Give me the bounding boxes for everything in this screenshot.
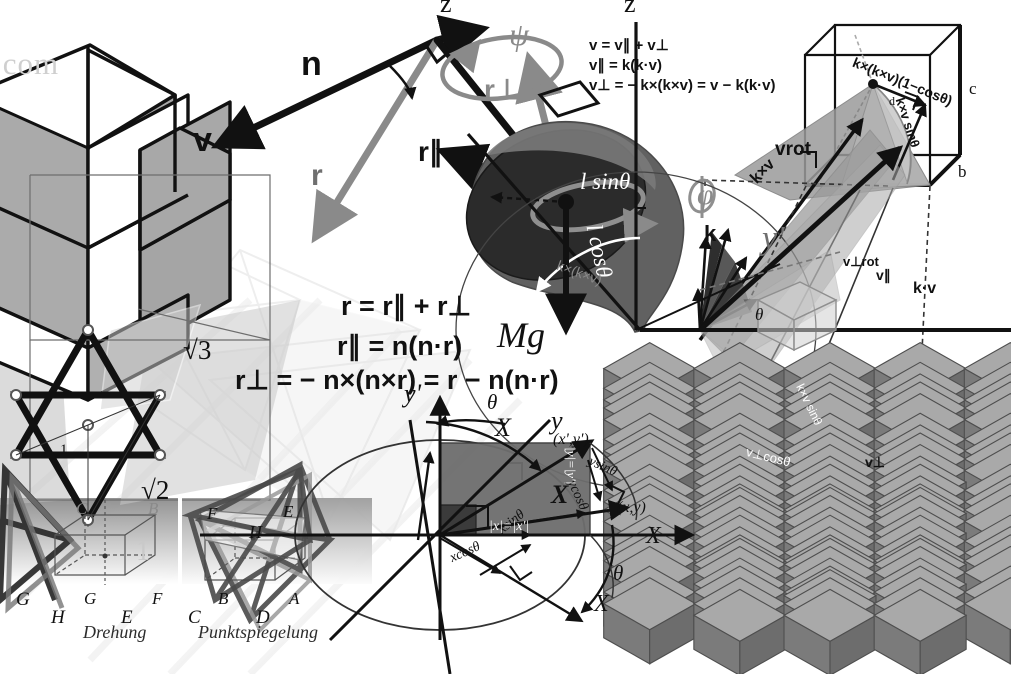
- gyro-pivot-dot: [558, 194, 574, 210]
- rot-label-abs-y: |y|=|y'|: [564, 447, 579, 485]
- punkt-vertex-D: D: [256, 607, 270, 628]
- label-k-dot-v: k·v: [913, 280, 937, 297]
- formula-v-3: v⊥ = − k×(k×v) = v − k(k·v): [589, 77, 776, 94]
- hexagram-thin-lines: [15, 394, 161, 521]
- label-v-rot-text: vrot: [775, 139, 811, 160]
- formula-v-2: v∥ = k(k·v): [589, 57, 662, 74]
- disk-highlight: [485, 123, 656, 190]
- tetrahedron-left-ghost: [5, 471, 82, 614]
- cube-apex-dot: [868, 79, 878, 89]
- label-hexagram-one: 1: [60, 442, 68, 458]
- label-v-rot: vrot: [775, 140, 811, 159]
- yprime-dashed-line: [699, 251, 841, 291]
- rot-label-theta-bottom: θ: [613, 561, 624, 585]
- drehung-vertex-H: H: [51, 607, 65, 628]
- punkt-vertex-A: A: [289, 589, 300, 608]
- formula-r-1: r = r∥ + r⊥: [341, 291, 472, 321]
- vector-label-v: v: [193, 121, 212, 159]
- drehung-number-one: 1: [136, 536, 150, 567]
- rot-label-theta-top: θ: [487, 390, 498, 414]
- cube: [782, 588, 878, 674]
- punkt-vertex-E: E: [283, 502, 294, 521]
- drehung-vertex-E: E: [121, 607, 133, 628]
- drehung-box: [54, 500, 157, 585]
- symbol-phi-gyro: φ: [697, 178, 714, 211]
- vector-r-line: [311, 36, 441, 244]
- watermark-text: .com: [0, 46, 60, 81]
- gyro-right-angle: [635, 196, 646, 209]
- drehung-vertex-C: C: [76, 499, 88, 518]
- right-angle-marks: [466, 485, 626, 582]
- inset-cube: [756, 281, 838, 352]
- punkt-vertex-C: C: [188, 607, 201, 628]
- label-v-perp-rot: v⊥rot: [843, 254, 879, 269]
- parallelogram-glyph: [537, 80, 601, 118]
- vector-v-line: [210, 36, 441, 150]
- label-v-parallel: v∥: [876, 267, 891, 283]
- panel-caption-drehung: Drehung: [83, 622, 147, 642]
- equal-length-arcs: [589, 442, 638, 599]
- symbol-psi: ψ: [509, 16, 529, 52]
- cube-stack-group: [602, 342, 1011, 674]
- fan-vectors: [692, 227, 758, 332]
- label-cube-edge-d: d: [889, 94, 895, 108]
- vector-label-r: r: [311, 159, 323, 192]
- label-sqrt3: √3: [183, 335, 212, 365]
- axis-label-z-right: z: [624, 0, 636, 18]
- drehung-vertex-G-inner: G: [84, 589, 97, 608]
- drehung-vertex-G-left: G: [16, 589, 30, 610]
- vector-label-n: n: [301, 45, 322, 83]
- formula-r-3: r⊥ = − n×(n×r) = r − n(n·r): [235, 365, 559, 395]
- rot-label-X-right: X: [646, 523, 661, 549]
- label-mg: Mg: [497, 315, 545, 355]
- label-v-perp: v⊥: [865, 454, 885, 470]
- cube: [602, 577, 697, 665]
- punkt-vertex-H: H: [249, 522, 262, 542]
- psi-rotation-loop: [440, 34, 564, 102]
- label-k: k: [704, 221, 717, 246]
- label-cube-edge-b: b: [958, 162, 967, 181]
- rot-label-y: y: [551, 406, 563, 435]
- rot-label-X-bottom: X: [594, 591, 609, 617]
- panel-caption-punktspiegelung: Punktspiegelung: [198, 622, 318, 642]
- rot-label-X-prime: X: [551, 480, 569, 509]
- kxkxv-arc: [535, 236, 641, 294]
- vector-label-r-perp: r⊥: [484, 74, 520, 105]
- radius-vectors: [439, 439, 595, 537]
- vector-label-r-parallel: r∥: [418, 136, 443, 167]
- rot-label-abs-x: |x|=|x'|: [489, 519, 530, 534]
- rot-label-X-top: X: [495, 413, 511, 442]
- precession-circle: [530, 179, 646, 233]
- formula-r-2: r∥ = n(n·r): [337, 331, 463, 361]
- drehung-vertex-F: F: [152, 589, 163, 608]
- axis-label-z-left: z: [440, 0, 452, 18]
- cube: [873, 588, 968, 674]
- formula-v-1: v = v∥ + v⊥: [589, 37, 669, 54]
- label-cube-edge-c: c: [969, 79, 977, 98]
- label-sqrt2: √2: [141, 475, 170, 505]
- drehung-vertex-B: B: [148, 499, 159, 518]
- rot-label-xpyp: (x',y'): [553, 431, 589, 448]
- rot-label-y-prime: y': [404, 379, 422, 408]
- label-l-sin-theta: l sinθ: [580, 169, 631, 194]
- cube: [692, 588, 787, 674]
- angle-arc-n: [389, 65, 417, 101]
- punkt-vertex-F: F: [207, 504, 218, 523]
- punkt-vertex-B: B: [218, 589, 229, 608]
- drehung-center-dot: [102, 553, 108, 559]
- projection-arrows: [439, 447, 613, 576]
- theta-arcs: [425, 415, 615, 614]
- label-y-prime-right: y': [762, 220, 785, 257]
- phi-glyph-circle: [688, 178, 716, 214]
- right-angle-apex: [425, 46, 450, 65]
- vector-up-line: [433, 14, 490, 63]
- rot-label-xy: (x,y): [617, 499, 646, 516]
- label-theta-stack: θ: [755, 305, 764, 324]
